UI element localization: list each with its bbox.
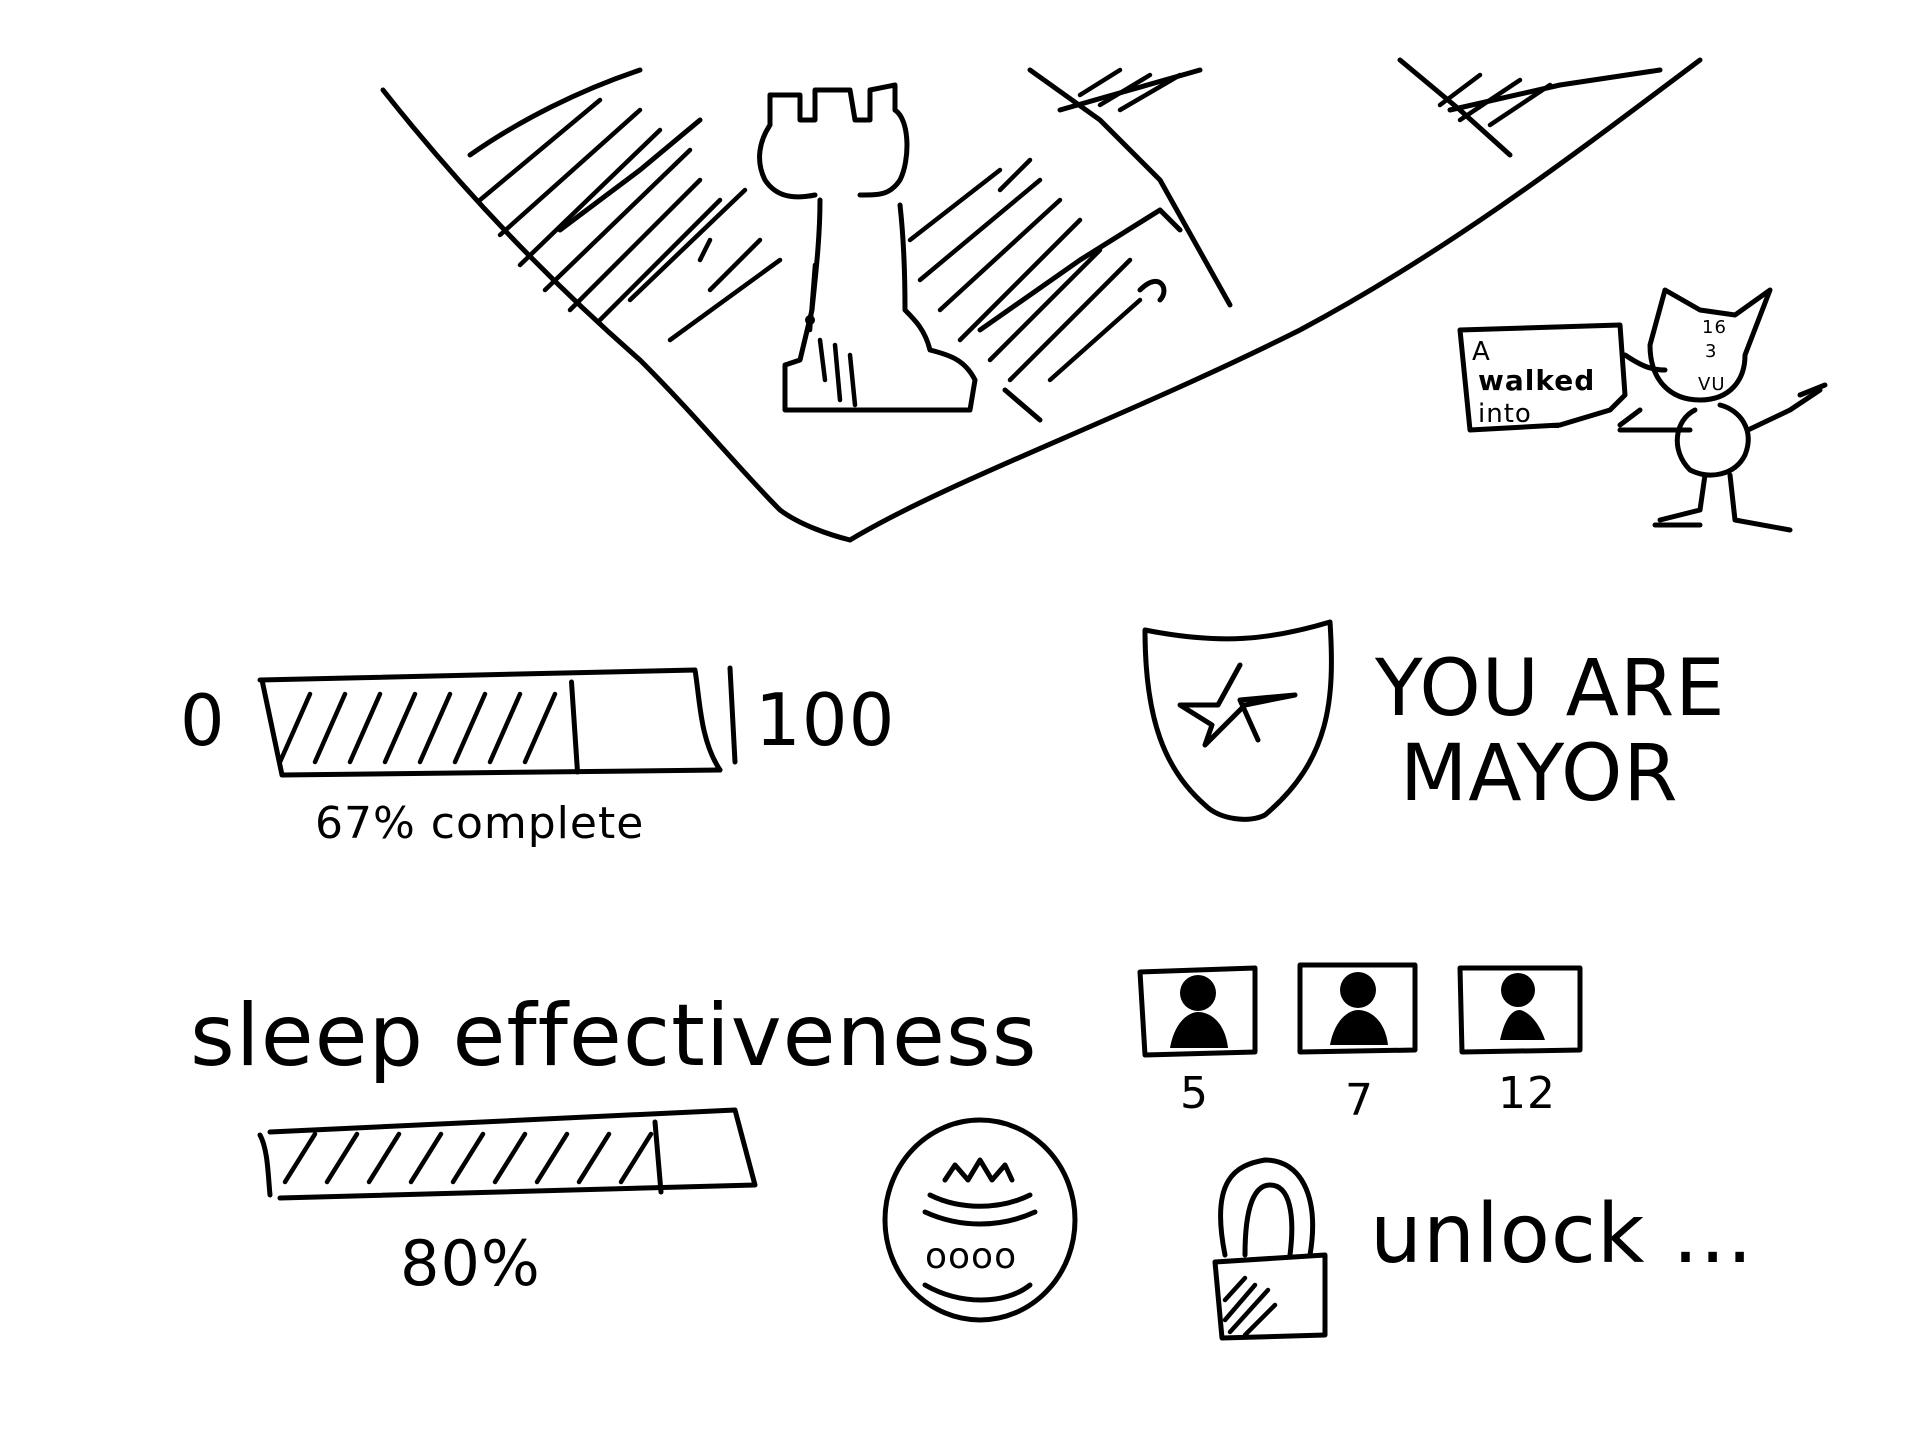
avatar-count: 7 <box>1345 1075 1374 1126</box>
sign-line-2: walked <box>1478 364 1595 397</box>
person-icon <box>1500 973 1545 1040</box>
cat-face-line-1: 16 <box>1702 317 1727 338</box>
fill-hatch-stroke <box>277 691 313 765</box>
avatar-5[interactable]: 5 <box>1137 965 1258 1119</box>
unlock-label: unlock ... <box>1370 1187 1754 1282</box>
fill-hatch-stroke <box>492 1131 528 1185</box>
fill-hatch-stroke <box>618 1131 654 1185</box>
avatar-count: 5 <box>1180 1068 1209 1119</box>
mayor-line-2: MAYOR <box>1400 729 1679 819</box>
crown-coin-icon[interactable]: oooo <box>882 1117 1078 1323</box>
cat-face-line-3: VU <box>1698 374 1726 395</box>
cat-face-line-2: 3 <box>1705 341 1717 362</box>
progress-fill <box>277 679 580 775</box>
avatar-row: 5 7 12 <box>1137 962 1583 1126</box>
fill-hatch-stroke <box>576 1131 612 1185</box>
person-icon <box>1170 975 1228 1048</box>
padlock-icon <box>1212 1157 1328 1341</box>
fill-hatch-stroke <box>408 1131 444 1185</box>
fill-hatch-stroke <box>487 691 523 765</box>
sleep-caption: 80% <box>400 1227 541 1300</box>
fill-hatch-stroke <box>324 1131 360 1185</box>
unlock-widget[interactable]: unlock ... <box>1212 1157 1754 1341</box>
fill-hatch-stroke <box>282 1131 318 1185</box>
avatar-7[interactable]: 7 <box>1297 962 1418 1126</box>
coin-text: oooo <box>925 1236 1017 1277</box>
map-board: A walked into__ 16 3 VU <box>380 57 1828 543</box>
cat-mascot: A walked into__ 16 3 VU <box>1457 287 1828 533</box>
avatar-count: 12 <box>1498 1068 1556 1119</box>
castle-tower-icon <box>757 82 978 413</box>
fill-hatch-stroke <box>366 1131 402 1185</box>
fill-end-marker <box>569 679 580 775</box>
progress-min-label: 0 <box>180 680 226 762</box>
mayor-line-1: YOU ARE <box>1374 644 1726 734</box>
sign-line-3: into__ <box>1478 399 1560 429</box>
progress-caption: 67% complete <box>315 798 644 849</box>
fill-end-marker <box>652 1119 664 1195</box>
sign-line-1: A <box>1472 337 1491 367</box>
sleep-title: sleep effectiveness <box>190 986 1038 1086</box>
star-shield-icon <box>1142 619 1334 822</box>
sleep-fill <box>282 1119 664 1195</box>
avatar-12[interactable]: 12 <box>1457 965 1583 1119</box>
fill-hatch-stroke <box>452 691 488 765</box>
fill-hatch-stroke <box>347 691 383 765</box>
fill-hatch-stroke <box>450 1131 486 1185</box>
fill-hatch-stroke <box>312 691 348 765</box>
sleep-widget: sleep effectiveness 80% <box>190 986 1038 1300</box>
progress-widget: 0 100 67% complete <box>180 665 895 849</box>
mayor-achievement: YOU ARE MAYOR <box>1142 619 1726 822</box>
fill-hatch-stroke <box>382 691 418 765</box>
progress-max-label: 100 <box>755 678 895 762</box>
fill-hatch-stroke <box>534 1131 570 1185</box>
person-icon <box>1330 972 1388 1045</box>
fill-hatch-stroke <box>417 691 453 765</box>
fill-hatch-stroke <box>522 691 558 765</box>
